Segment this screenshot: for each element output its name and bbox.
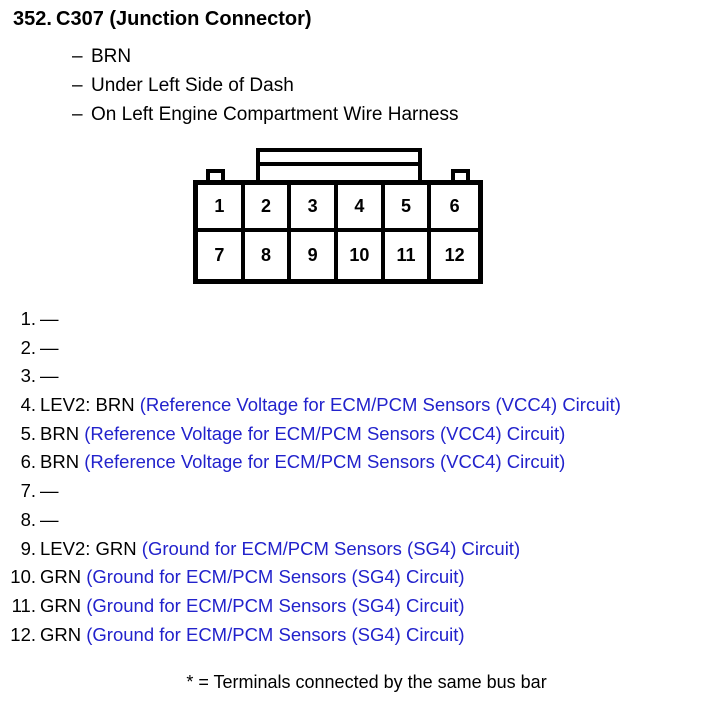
pin-list-row: 2.— <box>0 334 719 363</box>
description-text: BRN <box>91 46 132 67</box>
pin-number: 3. <box>20 365 36 387</box>
pin-circuit-name: (Reference Voltage for ECM/PCM Sensors (… <box>84 422 566 444</box>
pin-list-row: 6.BRN (Reference Voltage for ECM/PCM Sen… <box>0 448 719 477</box>
pin-list-row: 4.LEV2: BRN (Reference Voltage for ECM/P… <box>0 391 719 420</box>
pin-number: 11. <box>11 594 36 616</box>
header-item-number: 352. <box>13 8 52 30</box>
connector-description-list: – BRN – Under Left Side of Dash – On Lef… <box>72 42 712 129</box>
pin-circuit-name: (Ground for ECM/PCM Sensors (SG4) Circui… <box>86 594 465 616</box>
pin-circuit-name: (Ground for ECM/PCM Sensors (SG4) Circui… <box>141 537 521 559</box>
pin-cell-9: 9 <box>291 232 338 279</box>
pin-cell-5: 5 <box>384 185 432 232</box>
pin-cell-3: 3 <box>291 185 338 232</box>
pin-cell-1: 1 <box>198 185 245 232</box>
description-item: – BRN <box>72 42 712 71</box>
pin-wire-code: GRN <box>40 566 87 588</box>
pin-list-row: 7.— <box>0 477 719 506</box>
pin-number: 2. <box>20 336 36 358</box>
pin-list-row: 12.GRN (Ground for ECM/PCM Sensors (SG4)… <box>0 621 719 650</box>
pin-empty-marker: — <box>40 308 59 329</box>
pin-empty-marker: — <box>40 480 59 502</box>
connector-diagram: 1 2 3 4 5 6 7 8 9 10 11 12 <box>193 148 483 284</box>
pin-list-row: 5.BRN (Reference Voltage for ECM/PCM Sen… <box>0 420 719 449</box>
pin-list-row: 9.LEV2: GRN (Ground for ECM/PCM Sensors … <box>0 535 719 564</box>
pin-circuit-name: (Ground for ECM/PCM Sensors (SG4) Circui… <box>86 566 465 588</box>
pin-number: 9. <box>20 537 36 559</box>
pin-wire-code: BRN <box>40 451 85 473</box>
pin-circuit-name: (Reference Voltage for ECM/PCM Sensors (… <box>139 394 621 416</box>
pin-circuit-name: (Ground for ECM/PCM Sensors (SG4) Circui… <box>86 623 465 645</box>
pin-list-row: 10.GRN (Ground for ECM/PCM Sensors (SG4)… <box>0 563 719 592</box>
description-text: Under Left Side of Dash <box>91 75 294 96</box>
pin-cell-8: 8 <box>244 232 292 279</box>
pin-wire-code: BRN <box>40 422 85 444</box>
pin-list-row: 1.— <box>0 305 719 334</box>
pin-cell-4: 4 <box>338 185 385 232</box>
connector-latch-tab <box>256 148 422 180</box>
pin-cell-11: 11 <box>384 232 432 279</box>
pin-wire-code: GRN <box>40 594 87 616</box>
pin-list-row: 11.GRN (Ground for ECM/PCM Sensors (SG4)… <box>0 592 719 621</box>
pin-number: 10. <box>10 566 36 588</box>
pin-wire-code: GRN <box>40 623 87 645</box>
pin-cell-12: 12 <box>431 232 478 279</box>
pin-assignment-list: 1.— 2.— 3.— 4.LEV2: BRN (Reference Volta… <box>0 305 719 649</box>
connector-pin-grid: 1 2 3 4 5 6 7 8 9 10 11 12 <box>198 185 478 279</box>
pin-cell-7: 7 <box>198 232 245 279</box>
pin-cell-10: 10 <box>338 232 385 279</box>
pin-number: 8. <box>20 508 36 530</box>
dash-bullet-icon: – <box>72 46 83 67</box>
pin-empty-marker: — <box>40 508 59 530</box>
bus-bar-footnote: * = Terminals connected by the same bus … <box>186 672 547 692</box>
pin-number: 12. <box>10 623 36 645</box>
pin-list-row: 3.— <box>0 362 719 391</box>
pin-wire-code: LEV2: BRN <box>40 394 140 416</box>
page-header: 352. C307 (Junction Connector) <box>0 8 719 38</box>
pin-number: 1. <box>20 308 36 329</box>
connector-latch-inner-line <box>260 162 418 166</box>
page-title: C307 (Junction Connector) <box>56 8 312 30</box>
pin-empty-marker: — <box>40 365 59 387</box>
description-item: – On Left Engine Compartment Wire Harnes… <box>72 100 712 129</box>
description-text: On Left Engine Compartment Wire Harness <box>91 104 459 125</box>
pin-number: 7. <box>20 480 36 502</box>
pin-number: 4. <box>20 394 36 416</box>
pin-wire-code: LEV2: GRN <box>40 537 142 559</box>
pin-list-row: 8.— <box>0 506 719 535</box>
pin-circuit-name: (Reference Voltage for ECM/PCM Sensors (… <box>84 451 566 473</box>
pin-cell-2: 2 <box>244 185 292 232</box>
pin-cell-6: 6 <box>431 185 478 232</box>
pin-empty-marker: — <box>40 336 59 358</box>
dash-bullet-icon: – <box>72 75 83 96</box>
description-item: – Under Left Side of Dash <box>72 71 712 100</box>
pin-number: 6. <box>20 451 36 473</box>
dash-bullet-icon: – <box>72 104 83 125</box>
pin-number: 5. <box>20 422 36 444</box>
